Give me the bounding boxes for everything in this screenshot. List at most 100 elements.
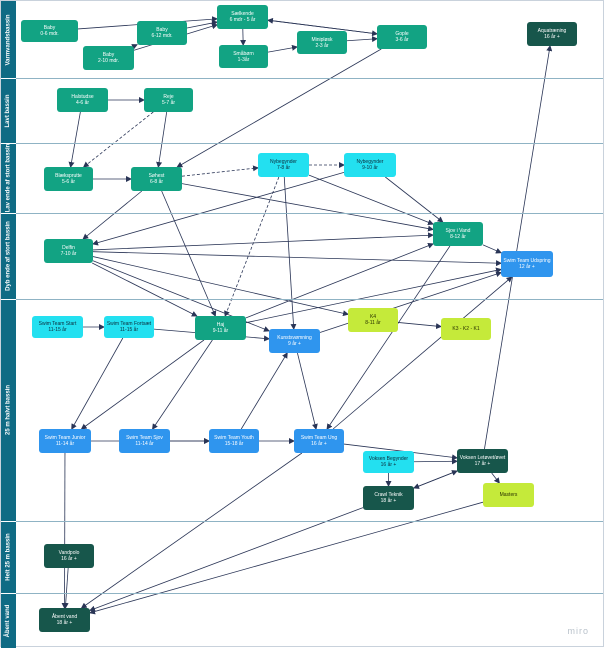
node-k3-k2-k1[interactable]: K3 - K2 - K1 [441, 318, 491, 340]
lane-label: Lav ende af stort bassin [6, 144, 12, 213]
node-subtitle: 16 år + [61, 556, 77, 562]
connector-nyb1-to-haj [225, 177, 279, 316]
lane-label: Åbent vand [5, 594, 11, 648]
node-baby-0-6[interactable]: Baby 0-6 mdr. [21, 20, 78, 42]
node-swim-team-youth[interactable]: Swim Team Youth 15-18 år [209, 429, 259, 453]
node-subtitle: 11-15 år [48, 327, 66, 333]
lane-strip-dyb-ende: Dyb ende af stort bassin [1, 214, 16, 299]
node-voksen-begynder[interactable]: Voksen Begynder 16 år + [363, 451, 414, 473]
connector-baby2-to-saelkende [187, 22, 217, 28]
node-subtitle: 6 mdr - 5 år [230, 17, 256, 23]
node-subtitle: 0-6 mdr. [40, 31, 58, 37]
node-reje[interactable]: Reje 5-7 år [144, 88, 193, 112]
lane-strip-25m-halvt: 25 m halvt bassin [1, 300, 16, 521]
node-swim-team-fortsaet[interactable]: Swim Team Fortsæt 11-15 år [104, 316, 154, 338]
node-subtitle: 4-6 år [76, 100, 89, 106]
node-subtitle: 16 år + [311, 441, 327, 447]
node-subtitle: 11-15 år [120, 327, 138, 333]
connector-saelhest-to-sjov [182, 184, 433, 230]
connector-k4-to-k3 [398, 322, 441, 326]
connector-youth-to-kunst [241, 353, 287, 429]
node-subtitle: 3-6 år [395, 37, 408, 43]
lane-strip-aabent-vand: Åbent vand [1, 594, 16, 648]
lane-label: Varmvandsbassin [6, 2, 12, 79]
connector-saelhest-to-delfin [83, 191, 142, 239]
connector-haj-to-sjov [246, 244, 433, 318]
node-halstudse[interactable]: Halstudse 4-6 år [57, 88, 108, 112]
lane-divider [16, 143, 603, 144]
node-subtitle: 7-10 år [61, 251, 77, 257]
node-sjov-i-vand[interactable]: Sjov i Vand 8-12 år [433, 222, 483, 246]
node-subtitle: 8-12 år [450, 234, 466, 240]
node-nybegynder-9-10[interactable]: Nybegynder 9-10 år [344, 153, 396, 177]
connector-haj-to-junior [82, 340, 204, 429]
node-k4[interactable]: K4 8-11 år [348, 308, 398, 332]
connector-kunst-to-ung [297, 353, 316, 429]
node-subtitle: 7-8 år [277, 165, 290, 171]
connector-baby3-to-baby2 [134, 45, 137, 46]
connector-voksenlet-to-aquatraening [484, 46, 550, 449]
node-subtitle: 9 år + [288, 341, 301, 347]
connector-minipask-to-gople [347, 39, 377, 41]
connector-delfin-to-sjov [93, 235, 433, 250]
connector-crawl-to-aabentvand [90, 508, 363, 611]
lane-strip-varmvandsbassin: Varmvandsbassin [1, 1, 16, 78]
node-crawl-teknik[interactable]: Crawl Teknik 18 år + [363, 486, 414, 510]
connector-delfin-to-haj [92, 263, 197, 316]
lane-strip-lavt-bassin: Lavt bassin [1, 79, 16, 143]
node-subtitle: 11-14 år [135, 441, 153, 447]
node-baby-2-10[interactable]: Baby 2-10 mdr. [83, 46, 134, 70]
node-subtitle: 16 år + [381, 462, 397, 468]
connector-sjov-to-ung [327, 246, 450, 429]
node-swim-team-start[interactable]: Swim Team Start 11-15 år [32, 316, 83, 338]
connector-reje-to-saelhest [158, 112, 166, 167]
lane-divider [16, 593, 603, 594]
miro-logo: miro [568, 626, 590, 636]
connector-crawl-to-voksenlet [414, 471, 457, 488]
lane-strip-lav-ende: Lav ende af stort bassin [1, 144, 16, 213]
node-blaeksprutte[interactable]: Blæksprutte 5-6 år [44, 167, 93, 191]
node-delfin[interactable]: Delfin 7-10 år [44, 239, 93, 263]
node-subtitle: 2-10 mdr. [98, 58, 119, 64]
node-subtitle: 18 år + [381, 498, 397, 504]
connector-smaabarn-to-minipask [268, 47, 297, 52]
connector-ung-to-aabentvand [82, 453, 302, 608]
node-subtitle: 5-6 år [62, 179, 75, 185]
node-masters[interactable]: Masters [483, 483, 534, 507]
node-swim-team-sjov[interactable]: Swim Team Sjov 11-14 år [119, 429, 170, 453]
node-subtitle: 6-12 mdr. [151, 33, 172, 39]
connector-hestetudse-to-blaekspr [71, 112, 81, 167]
node-subtitle: 12 år + [519, 264, 535, 270]
node-baby-6-12[interactable]: Baby 6-12 mdr. [137, 21, 187, 45]
node-subtitle: 18 år + [57, 620, 73, 626]
node-haj[interactable]: Haj 9-11 år [195, 316, 246, 340]
node-subtitle: 9-11 år [213, 328, 228, 334]
node-miniplask[interactable]: Minipløsk 2-3 år [297, 31, 347, 54]
node-saelkende[interactable]: Sælkende 6 mdr - 5 år [217, 5, 268, 29]
connector-fortsaet-to-junior [72, 338, 123, 429]
lane-strip-helt-25m: Helt 25 m bassin [1, 522, 16, 593]
node-smaaborn[interactable]: Småbørn 1-3år [219, 45, 268, 68]
node-aquatraening[interactable]: Aquatræning 16 år + [527, 22, 577, 46]
connector-nyb2-to-sjov [385, 177, 442, 222]
node-subtitle: 1-3år [238, 57, 250, 63]
node-swim-team-udspring[interactable]: Swim Team Udspring 12 år + [501, 251, 553, 277]
node-gople[interactable]: Gople 3-6 år [377, 25, 427, 49]
node-subtitle: 8-11 år [365, 320, 380, 326]
node-title: Masters [500, 492, 518, 498]
node-vandpolo[interactable]: Vandpolo 16 år + [44, 544, 94, 568]
node-subtitle: 9-10 år [362, 165, 378, 171]
node-swim-team-ung[interactable]: Swim Team Ung 16 år + [294, 429, 344, 453]
node-voksen-letoevet[interactable]: Voksen Letøvet/øvet 17 år + [457, 449, 508, 473]
connector-masters-to-aabentvand [90, 502, 483, 613]
connector-nyb1-to-kunst [284, 177, 294, 329]
node-subtitle: 15-18 år [225, 441, 244, 447]
lane-label: 25 m halvt bassin [6, 300, 12, 521]
node-nybegynder-7-8[interactable]: Nybegynder 7-8 år [258, 153, 309, 177]
node-soehest[interactable]: Søhest 6-8 år [131, 167, 182, 191]
lane-divider [16, 78, 603, 79]
node-swim-team-junior[interactable]: Swim Team Junior 11-14 år [39, 429, 91, 453]
node-kunstsvoemning[interactable]: Kunstsvømning 9 år + [269, 329, 320, 353]
node-aabent-vand[interactable]: Åbent vand 18 år + [39, 608, 90, 632]
